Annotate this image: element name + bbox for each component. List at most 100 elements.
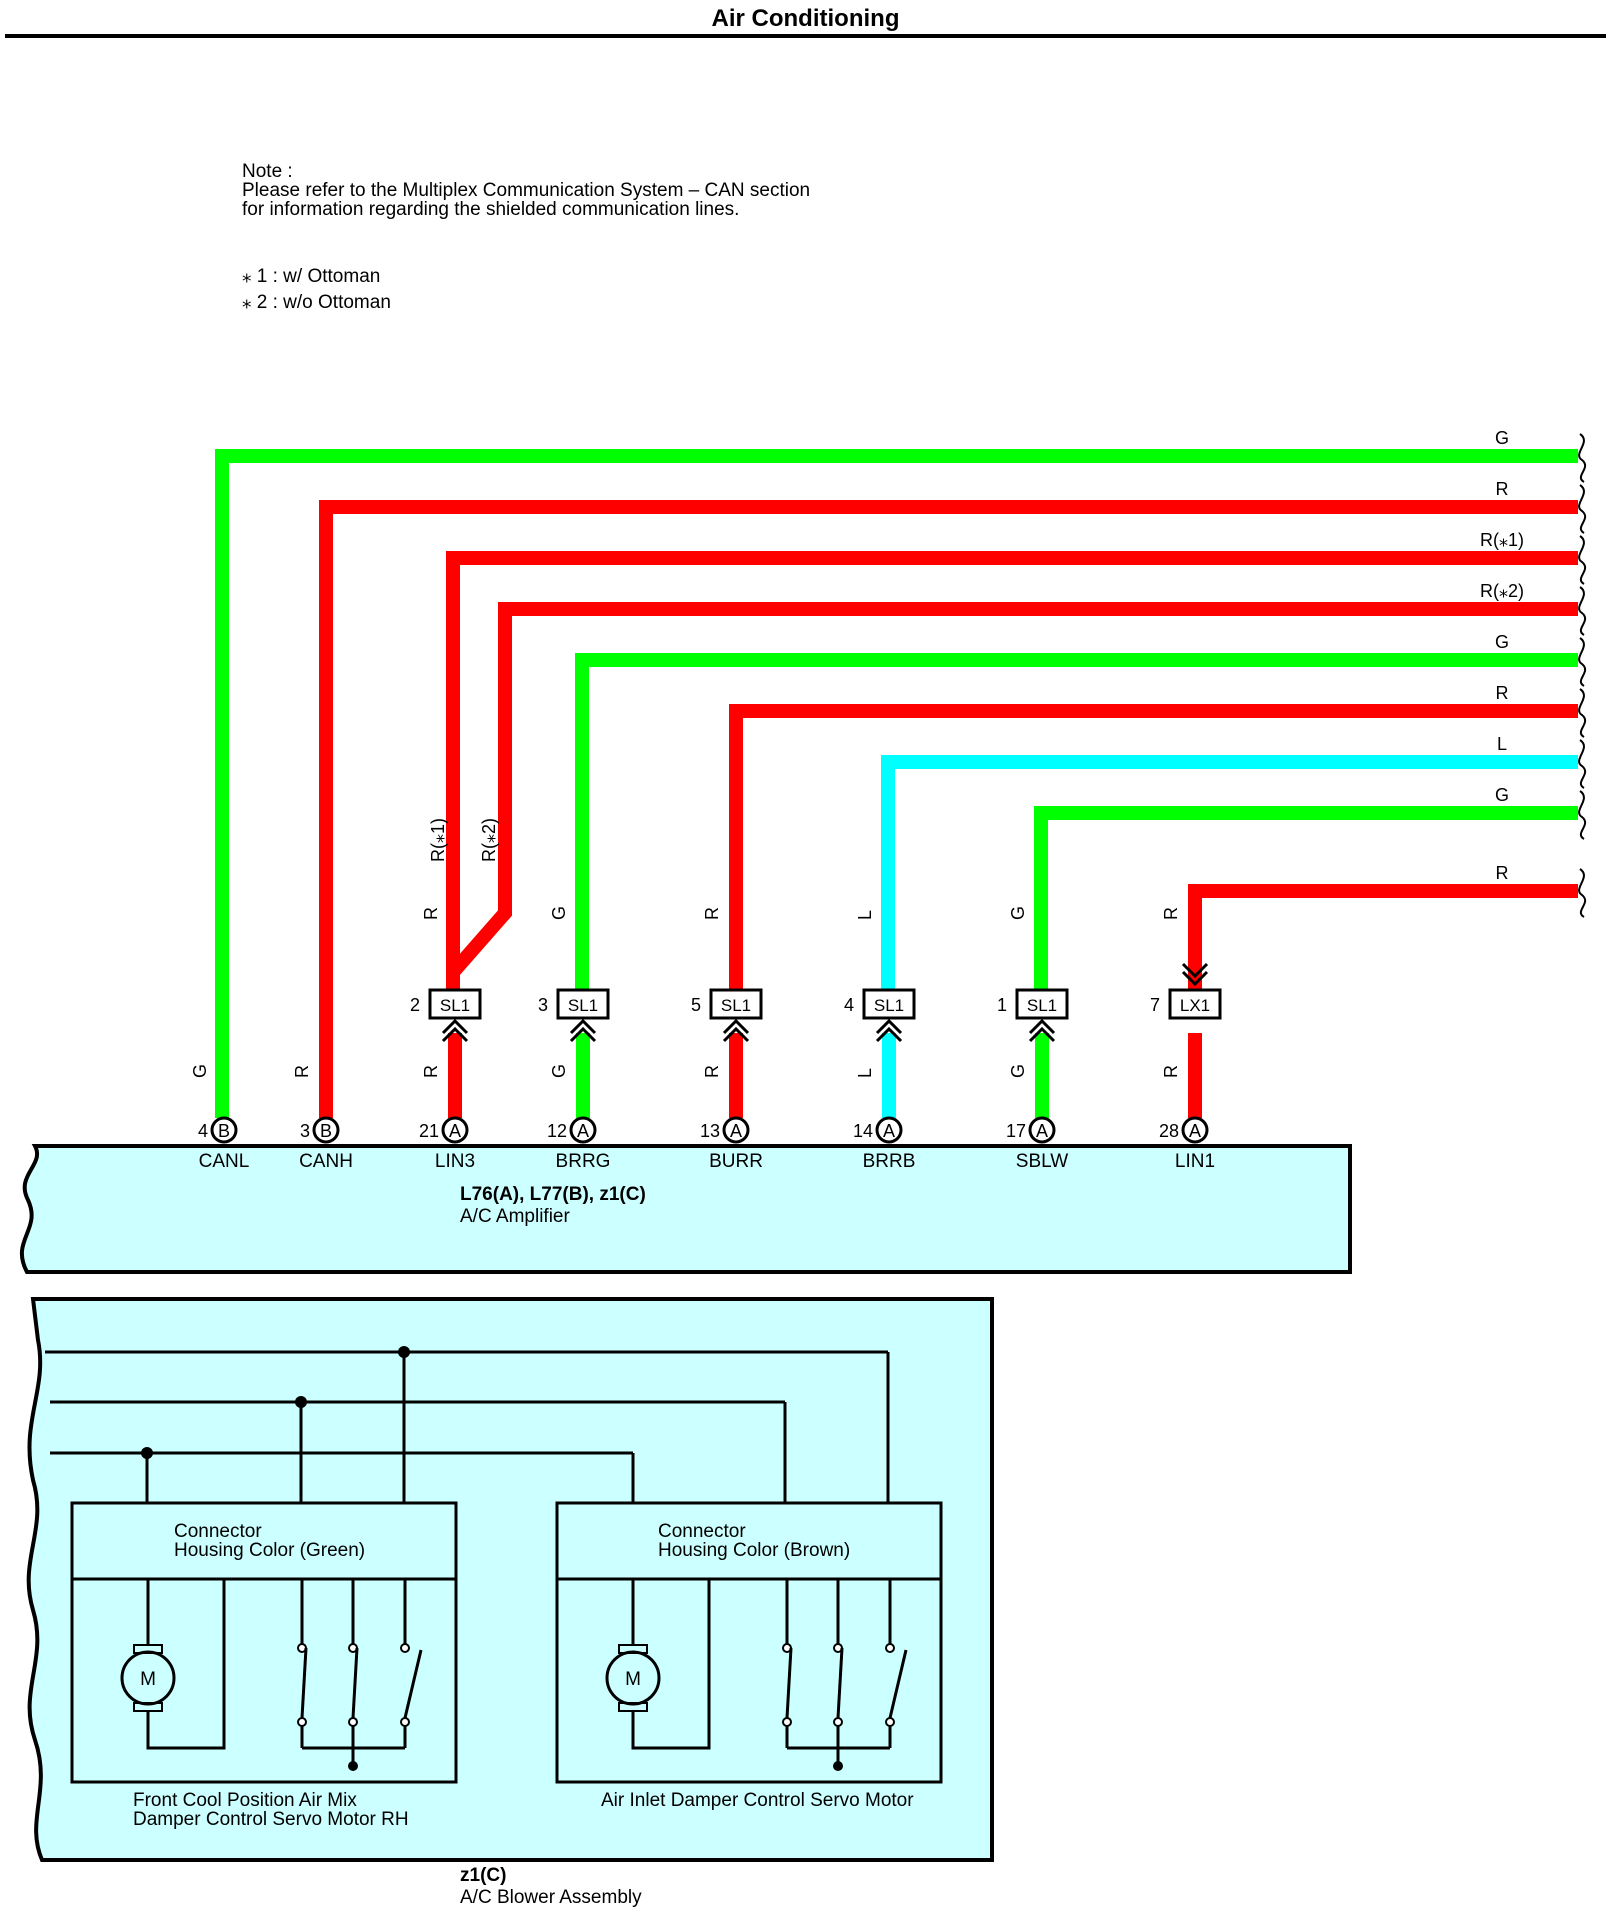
- junction-box: [862, 988, 916, 1020]
- junction-box: [709, 988, 763, 1020]
- switch-blade: [351, 1647, 359, 1719]
- pin-circle: [1181, 1116, 1209, 1144]
- motor-1-name-line2: Damper Control Servo Motor RH: [133, 1809, 409, 1830]
- wire-path-r2: [449, 602, 1578, 975]
- wire-label: L: [1497, 734, 1507, 754]
- wire-label: R: [1496, 479, 1509, 499]
- wire-break-mark: [1578, 688, 1587, 738]
- vertical-label-r1: R(⁎1): [428, 818, 448, 862]
- chevron-mark: [441, 1026, 469, 1043]
- motor-2-body: [555, 1577, 943, 1784]
- motor-icon: [120, 1650, 176, 1706]
- vertical-label-r2: R(⁎2): [479, 818, 499, 862]
- wire-label: G: [1495, 428, 1509, 448]
- note-block: Note : Please refer to the Multiplex Com…: [242, 162, 810, 219]
- switch-contact: [297, 1717, 307, 1727]
- connector-chevron-icon: [875, 1018, 903, 1043]
- wire-path: [1188, 884, 1578, 1005]
- note-line-2: for information regarding the shielded c…: [242, 199, 740, 220]
- motor-schematic-0: M: [120, 1579, 423, 1771]
- terminal-name: LIN3: [435, 1151, 475, 1172]
- wire-path: [575, 653, 1578, 1005]
- wire-break-mark: [1578, 790, 1587, 840]
- pin-number: 28: [1159, 1121, 1179, 1141]
- legend-block: ⁎ 1 : w/ Ottoman ⁎ 2 : w/o Ottoman: [242, 264, 391, 316]
- switch-contact: [885, 1717, 895, 1727]
- motor-unit-1: Connector Housing Color (Green) Front Co…: [70, 1501, 458, 1830]
- pin-connector-letter: A: [577, 1121, 589, 1141]
- wire-label: R: [1496, 863, 1509, 883]
- legend-item-2: ⁎ 2 : w/o Ottoman: [242, 292, 391, 313]
- motor-1-connector-line1: Connector: [174, 1521, 262, 1542]
- chevron-mark: [722, 1026, 750, 1043]
- wire-color-label-lower: G: [190, 1064, 210, 1078]
- junction-dot: [348, 1761, 358, 1771]
- connector-chevron-icon: [1181, 962, 1209, 987]
- wire-color-label-lower: R: [1161, 1065, 1181, 1078]
- pin-connector-letter: A: [449, 1121, 461, 1141]
- amplifier-name: A/C Amplifier: [460, 1206, 570, 1227]
- amplifier-code: L76(A), L77(B), z1(C): [460, 1184, 646, 1205]
- wire-break-mark: [1578, 433, 1587, 483]
- chevron-mark: [722, 1018, 750, 1035]
- junction-box: [428, 988, 482, 1020]
- wire-3: R(⁎1): [446, 530, 1587, 1005]
- pins-layer: GB4CANLRB3CANHSL12RRA21LIN3SL13GGA12BRRG…: [190, 906, 1222, 1172]
- motor-schematic-1: M: [605, 1579, 908, 1771]
- switch-contact: [782, 1717, 792, 1727]
- junction-label: SL1: [874, 996, 904, 1015]
- chevron-mark: [569, 1026, 597, 1043]
- junction-pin-number: 1: [997, 995, 1007, 1015]
- junction-pin-number: 5: [691, 995, 701, 1015]
- junction-box: [556, 988, 610, 1020]
- junction-box: [1168, 988, 1222, 1020]
- pin-number: 3: [300, 1121, 310, 1141]
- junction-label: SL1: [721, 996, 751, 1015]
- connector-chevron-icon: [569, 1018, 597, 1043]
- motor-loop-wire: [146, 1579, 226, 1750]
- wire-break-mark: [1578, 586, 1587, 636]
- title-rule: [5, 34, 1606, 38]
- connector-chevron-icon: [1028, 1018, 1056, 1043]
- wire-break-mark: [1578, 535, 1587, 585]
- switch-blade: [300, 1647, 308, 1719]
- wire-8: G: [1034, 785, 1587, 1005]
- pin-connector-letter: A: [1036, 1121, 1048, 1141]
- pin-connector-letter: B: [320, 1121, 332, 1141]
- terminal-name: CANL: [199, 1151, 250, 1172]
- switch-contact: [348, 1717, 358, 1727]
- pin-connector-letter: A: [1189, 1121, 1201, 1141]
- pin-number: 17: [1006, 1121, 1026, 1141]
- terminal-name: BRRB: [863, 1151, 916, 1172]
- terminal-name: LIN1: [1175, 1151, 1215, 1172]
- blower-assembly-body: [26, 1297, 994, 1862]
- wire-path: [1034, 806, 1578, 1005]
- pin-number: 14: [853, 1121, 873, 1141]
- junction-pin-number: 7: [1150, 995, 1160, 1015]
- motor-symbol: M: [625, 1669, 641, 1690]
- junction-dot: [141, 1447, 153, 1459]
- junction-dot: [295, 1396, 307, 1408]
- wire-path-can: [215, 449, 1578, 1118]
- wire-label: R(⁎2): [1480, 581, 1524, 601]
- pin-circle: [441, 1116, 469, 1144]
- switch-blade: [403, 1649, 423, 1719]
- wire-label: R: [1496, 683, 1509, 703]
- switch-contact: [833, 1717, 843, 1727]
- switch-blade: [888, 1649, 908, 1719]
- terminal-name: SBLW: [1016, 1151, 1069, 1172]
- wire-color-label-lower: G: [1008, 1064, 1028, 1078]
- junction-label: LX1: [1180, 996, 1210, 1015]
- motor-2-connector-line1: Connector: [658, 1521, 746, 1542]
- pin-circle: [210, 1116, 238, 1144]
- wire-break-mark: [1578, 484, 1587, 534]
- wire-color-label-lower: G: [549, 1064, 569, 1078]
- page-title: Air Conditioning: [711, 5, 900, 32]
- pin-number: 13: [700, 1121, 720, 1141]
